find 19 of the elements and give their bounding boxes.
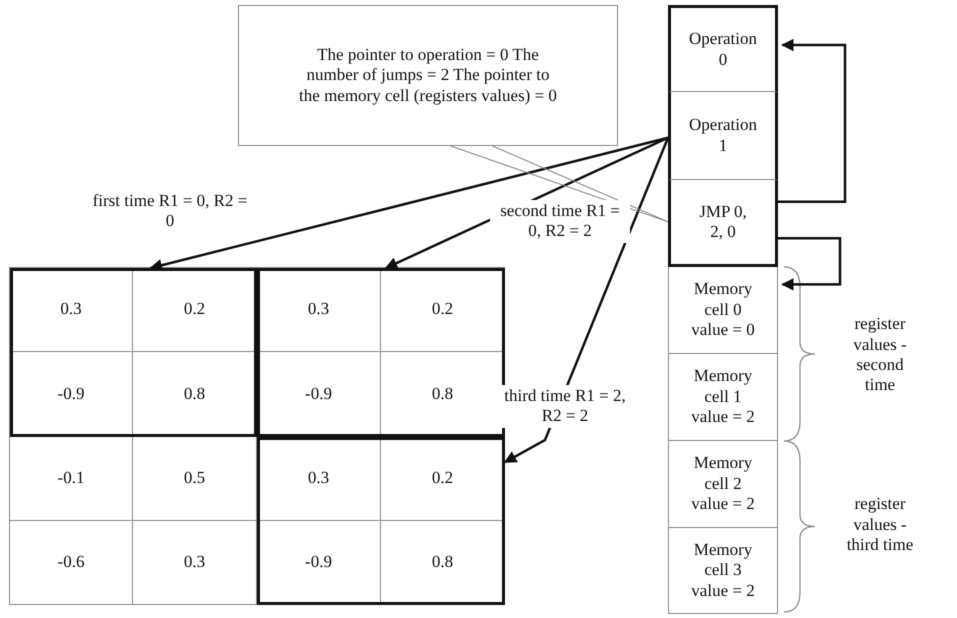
jump-cell: JMP 0, 2, 0 xyxy=(668,180,778,267)
matrix-block xyxy=(257,268,505,437)
memory-cell: Memory cell 1 value = 2 xyxy=(668,354,778,441)
operation-cell: Operation 1 xyxy=(668,92,778,180)
callout-pointer xyxy=(450,146,668,222)
table-cell: 0.3 xyxy=(9,267,133,352)
memory-cell: Memory cell 0 value = 0 xyxy=(668,267,778,354)
brace-label: register values - third time xyxy=(846,493,914,556)
memory-cell: Memory cell 3 value = 2 xyxy=(668,528,778,614)
matrix-block xyxy=(257,437,505,605)
matrix-block xyxy=(10,268,257,437)
callout-box: The pointer to operation = 0 The number of jumps = 2 The pointer to the memory cell (registers values) = 0 xyxy=(238,5,618,146)
arrow xyxy=(778,237,842,291)
edge-label: second time R1 = 0, R2 = 2 xyxy=(490,200,630,243)
operation-cell: Operation 0 xyxy=(668,5,778,92)
table-cell: -0.6 xyxy=(9,520,133,605)
memory-cell: Memory cell 2 value = 2 xyxy=(668,441,778,528)
arrow xyxy=(778,38,846,203)
brace-label: register values - second time xyxy=(852,313,908,396)
